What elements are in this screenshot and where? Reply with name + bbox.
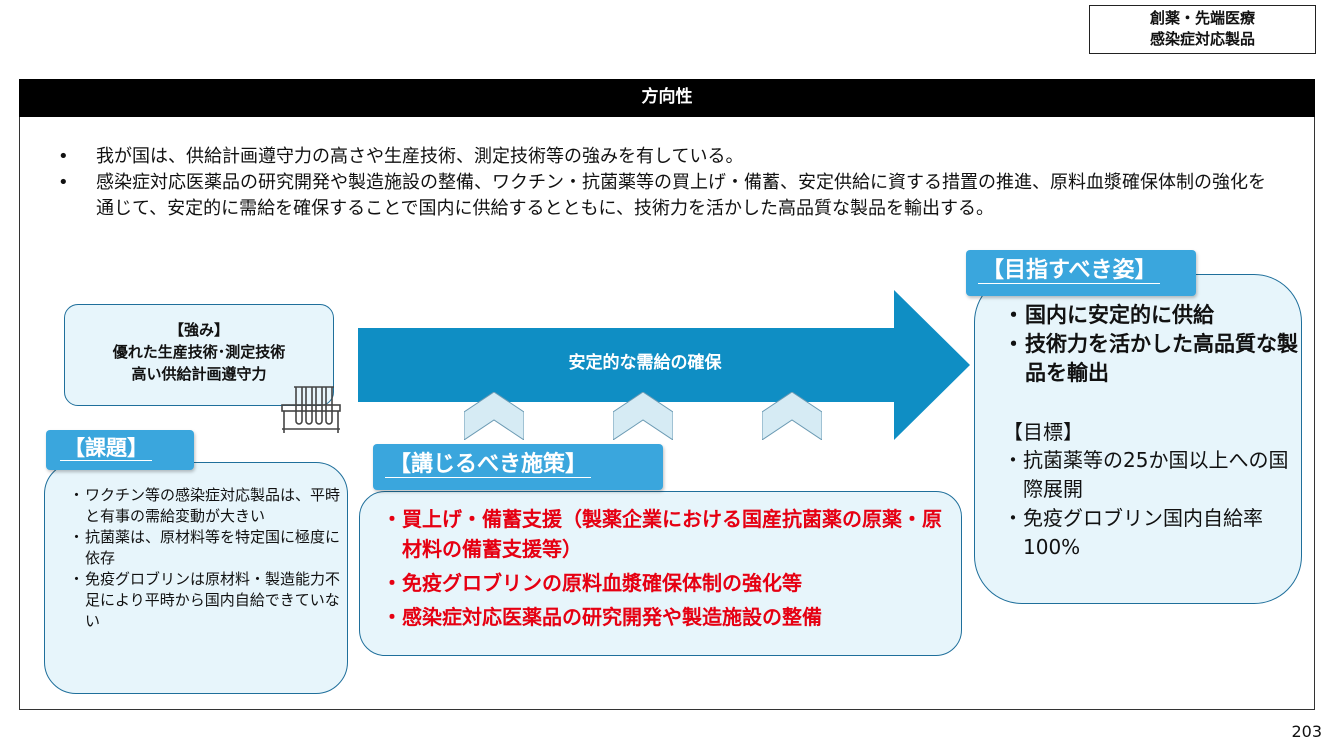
arrow-label: 安定的な需給の確保	[568, 353, 722, 373]
item-mark: ・	[382, 571, 402, 595]
section-header: 方向性	[19, 79, 1315, 117]
intro-bullets: • 我が国は、供給計画遵守力の高さや生産技術、測定技術等の強みを有している。 • 感…	[58, 144, 1278, 222]
target-title: 【目標】	[1003, 420, 1083, 444]
item-mark: ・	[382, 605, 402, 629]
target-text: 抗菌薬等の25か国以上への国際展開	[1023, 448, 1289, 501]
strength-line1: 優れた生産技術･測定技術	[112, 343, 286, 361]
issue-item: ・免疫グロブリンは原材料・製造能力不足により平時から国内自給できていない	[69, 569, 347, 632]
item-mark: ・	[1003, 332, 1024, 356]
page-number: 203	[1291, 722, 1322, 741]
measures-tag: 【講じるべき施策】	[373, 444, 663, 490]
up-chevron-icon	[613, 392, 673, 440]
measure-item: ・感染症対応医薬品の研究開発や製造施設の整備	[382, 602, 961, 632]
issue-text: 抗菌薬は、原材料等を特定国に極度に依存	[85, 528, 341, 567]
measure-item: ・買上げ・備蓄支援（製薬企業における国産抗菌薬の原薬・原材料の備蓄支援等）	[382, 504, 961, 564]
item-mark: ・	[69, 570, 85, 588]
goal-main-item: ・技術力を活かした高品質な製品を輸出	[1003, 330, 1301, 388]
bullet-mark: •	[58, 172, 69, 193]
issue-text: 免疫グロブリンは原材料・製造能力不足により平時から国内自給できていない	[85, 570, 341, 630]
goal-main-list: ・国内に安定的に供給 ・技術力を活かした高品質な製品を輸出	[1003, 301, 1301, 388]
goal-main-item: ・国内に安定的に供給	[1003, 301, 1301, 330]
target-text: 免疫グロブリン国内自給率100%	[1023, 506, 1263, 559]
intro-bullet-item: • 感染症対応医薬品の研究開発や製造施設の整備、ワクチン・抗菌薬等の買上げ・備蓄、…	[58, 170, 1278, 222]
measures-box: ・買上げ・備蓄支援（製薬企業における国産抗菌薬の原薬・原材料の備蓄支援等） ・免…	[359, 491, 962, 656]
measure-item: ・免疫グロブリンの原料血漿確保体制の強化等	[382, 568, 961, 598]
bullet-mark: •	[58, 146, 69, 167]
target-item: ・抗菌薬等の25か国以上への国際展開	[1003, 446, 1301, 504]
issue-item: ・抗菌薬は、原材料等を特定国に極度に依存	[69, 527, 347, 569]
measure-text: 感染症対応医薬品の研究開発や製造施設の整備	[402, 605, 822, 629]
strength-line2: 高い供給計画遵守力	[131, 365, 267, 383]
big-arrow	[358, 290, 970, 440]
item-mark: ・	[1003, 448, 1023, 472]
up-chevron-icon	[464, 392, 524, 440]
up-chevron-icon	[762, 392, 822, 440]
target-item: ・免疫グロブリン国内自給率100%	[1003, 504, 1301, 562]
strength-box: 【強み】 優れた生産技術･測定技術 高い供給計画遵守力	[64, 304, 334, 406]
item-mark: ・	[382, 507, 402, 531]
item-mark: ・	[1003, 303, 1024, 327]
intro-bullet-text: 我が国は、供給計画遵守力の高さや生産技術、測定技術等の強みを有している。	[96, 146, 744, 167]
goal-main-text: 技術力を活かした高品質な製品を輸出	[1025, 332, 1298, 385]
strength-title: 【強み】	[168, 321, 229, 339]
category-tag: 創薬・先端医療 感染症対応製品	[1089, 5, 1316, 54]
goal-box: ・国内に安定的に供給 ・技術力を活かした高品質な製品を輸出 【目標】 ・抗菌薬等…	[974, 274, 1302, 604]
target-list: ・抗菌薬等の25か国以上への国際展開 ・免疫グロブリン国内自給率100%	[1003, 446, 1301, 562]
issues-box: ・ワクチン等の感染症対応製品は、平時と有事の需給変動が大きい ・抗菌薬は、原材料…	[44, 462, 348, 694]
goal-tag: 【目指すべき姿】	[966, 250, 1196, 296]
item-mark: ・	[69, 486, 85, 504]
test-tubes-icon	[281, 386, 341, 433]
intro-bullet-item: • 我が国は、供給計画遵守力の高さや生産技術、測定技術等の強みを有している。	[58, 144, 1278, 170]
issue-text: ワクチン等の感染症対応製品は、平時と有事の需給変動が大きい	[85, 486, 341, 525]
category-tag-line1: 創薬・先端医療	[1149, 9, 1255, 27]
measure-text: 買上げ・備蓄支援（製薬企業における国産抗菌薬の原薬・原材料の備蓄支援等）	[402, 507, 942, 561]
item-mark: ・	[69, 528, 85, 546]
intro-bullet-text: 感染症対応医薬品の研究開発や製造施設の整備、ワクチン・抗菌薬等の買上げ・備蓄、安…	[96, 172, 1266, 219]
item-mark: ・	[1003, 506, 1023, 530]
measure-text: 免疫グロブリンの原料血漿確保体制の強化等	[402, 571, 802, 595]
issue-item: ・ワクチン等の感染症対応製品は、平時と有事の需給変動が大きい	[69, 485, 347, 527]
issues-tag: 【課題】	[46, 430, 194, 470]
goal-main-text: 国内に安定的に供給	[1025, 303, 1214, 327]
category-tag-line2: 感染症対応製品	[1149, 30, 1255, 48]
